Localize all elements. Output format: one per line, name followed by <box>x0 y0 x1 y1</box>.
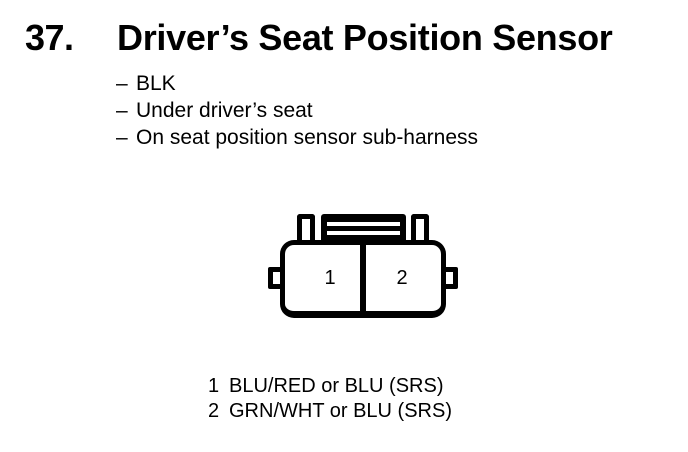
legend-pin-number: 2 <box>208 400 220 422</box>
dash-bullet-icon: – <box>116 126 128 149</box>
legend-pin-description: BLU/RED or BLU (SRS) <box>229 375 444 397</box>
connector-side-nub-right-icon <box>444 267 458 289</box>
connector-diagram: 1 2 <box>268 210 458 325</box>
spec-item-harness: – On seat position sensor sub-harness <box>116 124 616 151</box>
latch-slot-lower-icon <box>327 231 400 235</box>
cavity-label-2: 2 <box>396 267 408 289</box>
spec-item-color: – BLK <box>116 70 616 97</box>
latch-post-left-icon <box>297 214 315 244</box>
dash-bullet-icon: – <box>116 72 128 95</box>
spec-item-label: Under driver’s seat <box>136 99 313 122</box>
cavity-label-1: 1 <box>324 267 336 289</box>
cavity-divider <box>360 245 366 311</box>
connector-latch <box>268 210 458 244</box>
latch-post-right-icon <box>411 214 429 244</box>
connector-body: 1 2 <box>280 240 446 318</box>
connector-side-nub-left-icon <box>268 267 282 289</box>
legend-pin-description: GRN/WHT or BLU (SRS) <box>229 400 452 422</box>
spec-item-label: BLK <box>136 72 176 95</box>
item-number: 37. <box>25 17 74 58</box>
legend-row: 1 BLU/RED or BLU (SRS) <box>208 374 588 399</box>
header: 37. Driver’s Seat Position Sensor <box>0 16 688 64</box>
latch-bar-icon <box>321 214 406 242</box>
spec-item-label: On seat position sensor sub-harness <box>136 126 479 149</box>
page-title: Driver’s Seat Position Sensor <box>117 17 613 58</box>
legend-row: 2 GRN/WHT or BLU (SRS) <box>208 399 588 424</box>
spec-item-location: – Under driver’s seat <box>116 97 616 124</box>
latch-slot-upper-icon <box>327 222 400 226</box>
spec-list: – BLK – Under driver’s seat – On seat po… <box>116 70 616 151</box>
legend-pin-number: 1 <box>208 375 220 397</box>
pin-legend: 1 BLU/RED or BLU (SRS) 2 GRN/WHT or BLU … <box>208 374 588 424</box>
dash-bullet-icon: – <box>116 99 128 122</box>
